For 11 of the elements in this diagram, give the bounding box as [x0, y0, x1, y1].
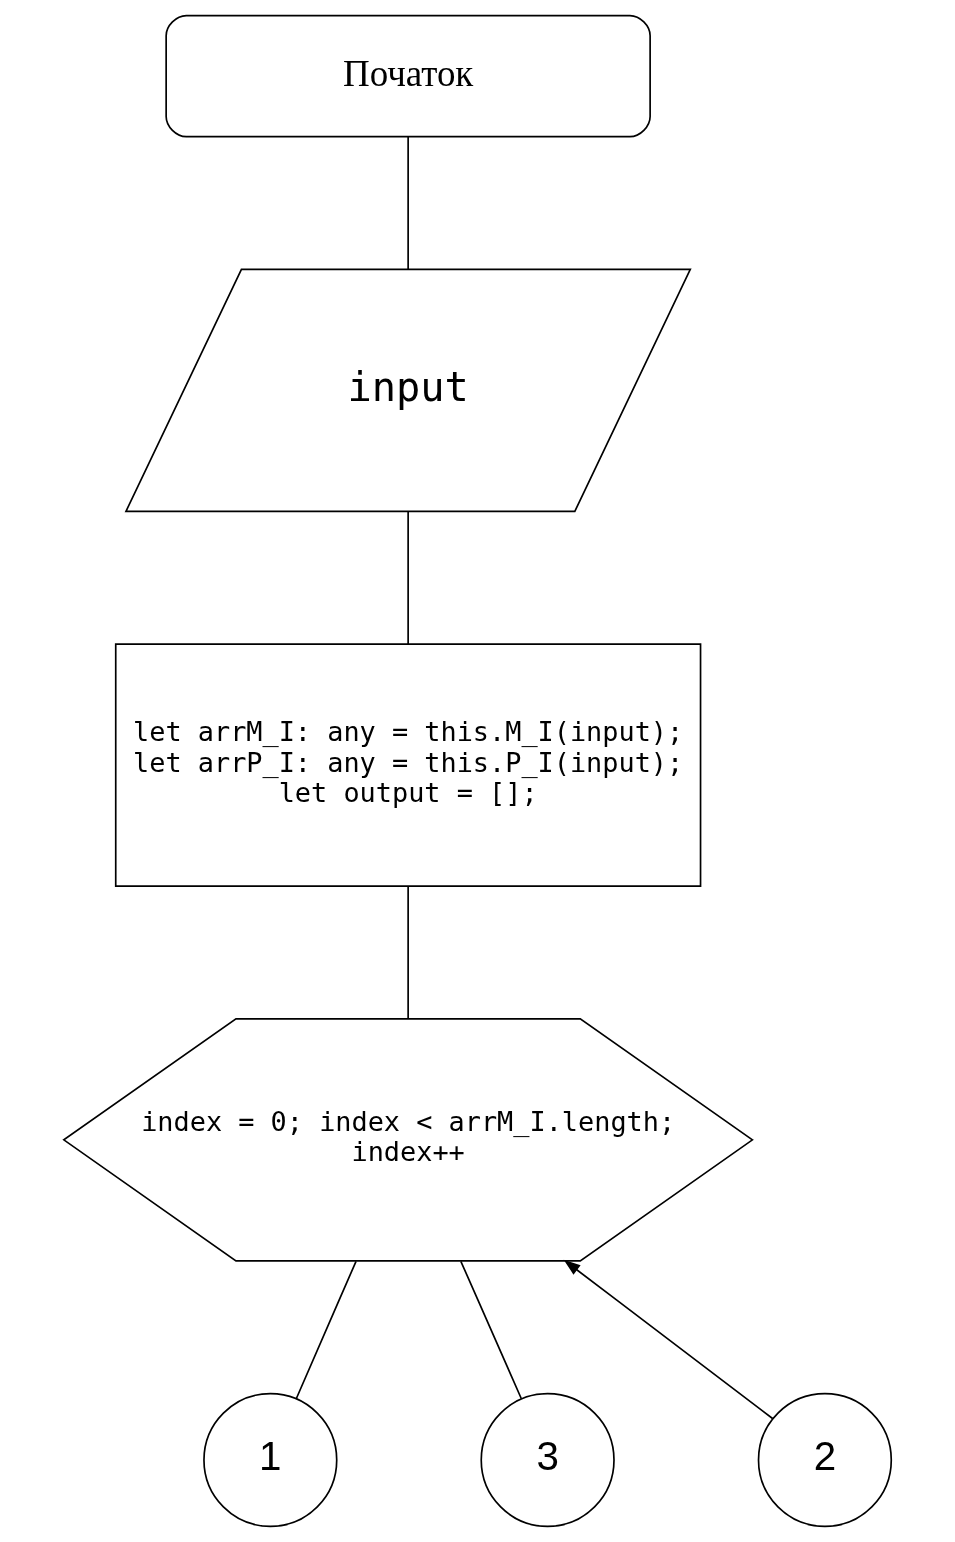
node-circle: 2 [757, 1392, 893, 1528]
node-circle: 1 [203, 1392, 338, 1528]
connector [407, 510, 409, 645]
arrow [563, 1259, 774, 1420]
node-box: let arrM_I: any = this.M_I(input); let arrP_I: any = this.P_I(input); let output = []; [114, 643, 702, 887]
node-circle: 3 [480, 1392, 615, 1528]
node-box: Початок [165, 14, 651, 138]
connector [460, 1260, 523, 1400]
connector [295, 1260, 357, 1400]
connector [407, 136, 409, 271]
connector [407, 885, 409, 1020]
